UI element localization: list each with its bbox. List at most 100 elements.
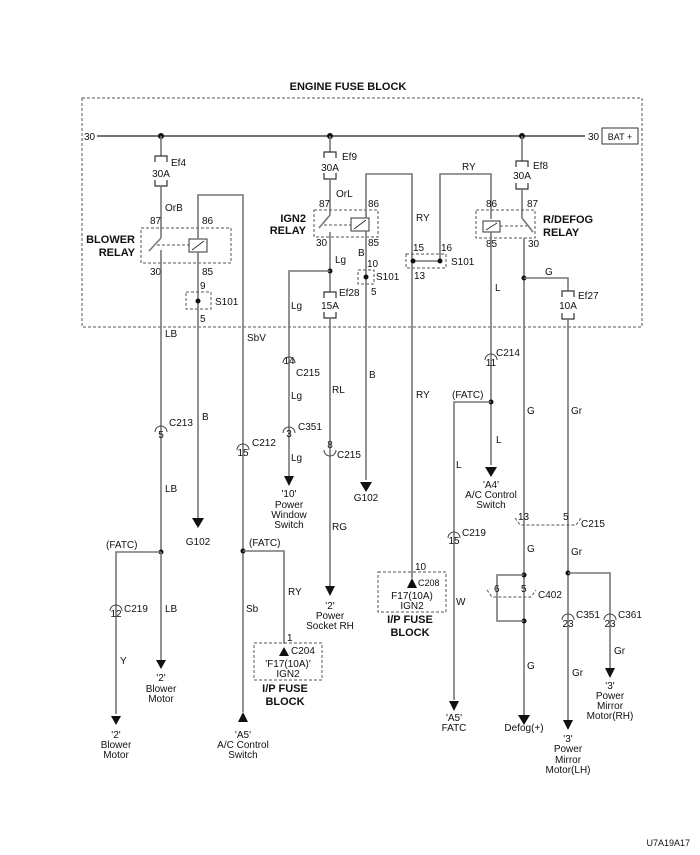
wires-w-label: W — [456, 597, 466, 608]
fatc-label: (FATC) — [249, 538, 280, 549]
wires-lg-label: Lg — [291, 301, 302, 312]
connectors-c219b-pin-label: 15 — [448, 536, 460, 547]
fuses-ef8-name-label: Ef8 — [533, 161, 548, 172]
s101-link: 15 16 13 S101 RY — [405, 162, 492, 282]
connectors-c219a-pin-label: 12 — [110, 609, 122, 620]
connectors-c215b-name-label: C215 — [337, 450, 361, 461]
wires-gr-label: Gr — [571, 406, 583, 417]
connectors-c351b-name-label: C351 — [576, 610, 600, 621]
wires-lb-label: LB — [165, 604, 178, 615]
destinations-mirror_rh-l3-label: Motor(RH) — [587, 711, 634, 722]
splices-s101a-pin_in-label: 9 — [200, 281, 206, 292]
ipfuse-fuse_a-label: 'F17(10A)' — [265, 659, 311, 670]
fuses-ef28-name-label: Ef28 — [339, 288, 360, 299]
connectors-c215b-pin-label: 8 — [327, 440, 333, 451]
relays-ign2-p85-label: 85 — [368, 238, 380, 249]
connectors-c215c-name-label: C215 — [581, 519, 605, 530]
relays-blower-p85-label: 85 — [202, 267, 214, 278]
destinations-power_socket-pin-label: '2' — [325, 601, 334, 612]
engine-fuse-block-boundary — [81, 97, 643, 328]
connectors-c212-name-label: C212 — [252, 438, 276, 449]
wires-lg-label: Lg — [335, 255, 346, 266]
wires-l-label: L — [496, 435, 502, 446]
destinations-power_window-l2-label: Window — [271, 510, 307, 521]
wires-g-label: G — [527, 544, 535, 555]
rdefog-relay-box — [475, 209, 536, 239]
connectors-c215a-pin-label: 14 — [283, 356, 295, 367]
splices-s101c-pin_b-label: 16 — [441, 243, 453, 254]
ip-fuse-block-c208 — [377, 571, 447, 613]
relays-rdefog-line2-label: RELAY — [543, 227, 580, 239]
relays-ign2-line2-label: RELAY — [270, 225, 307, 237]
relays-blower-p30-label: 30 — [150, 267, 162, 278]
bus-terminal-left: 30 — [84, 132, 96, 143]
relays-ign2-p30-label: 30 — [316, 238, 328, 249]
connectors-c351a-pin-label: 3 — [286, 429, 292, 440]
wires-rg-label: RG — [332, 522, 347, 533]
destinations-fatc_a5-pin-label: 'A5' — [446, 713, 462, 724]
connectors-c402-pin_a-label: 6 — [494, 584, 500, 595]
destinations-ac_switch_a4-l1-label: A/C Control — [465, 490, 517, 501]
destinations-ac_switch_a4-l2-label: Switch — [476, 500, 505, 511]
wires-g-label: G — [527, 406, 535, 417]
bat-label: BAT + — [608, 132, 632, 142]
fuses-ef9-name-label: Ef9 — [342, 152, 357, 163]
ipfuse-ign-label: IGN2 — [276, 669, 300, 680]
relays-blower-line2-label: RELAY — [99, 247, 136, 259]
wires-l-label: L — [456, 460, 462, 471]
splices-s101a-name-label: S101 — [215, 297, 239, 308]
splices-s101a-pin_out-label: 5 — [200, 314, 206, 325]
destinations-ac_switch_a5-l2-label: Switch — [228, 750, 257, 761]
splices-s101c-pin_a-label: 15 — [413, 243, 425, 254]
destinations-fatc_a5-l1-label: FATC — [442, 723, 467, 734]
wires-sbv-label: SbV — [247, 333, 266, 344]
ipfuse-line2-label: BLOCK — [265, 696, 304, 708]
wires-orb-label: OrB — [165, 203, 183, 214]
fuses-ef8-rating-label: 30A — [513, 171, 531, 182]
destinations-blower_motor_b-l2-label: Motor — [103, 750, 129, 761]
connectors-c208-pin-label: 10 — [415, 562, 427, 573]
ipfuse-line2-label: BLOCK — [390, 627, 429, 639]
engine-fuse-block-title: ENGINE FUSE BLOCK — [290, 81, 407, 93]
wires-orl-label: OrL — [336, 189, 353, 200]
grounds-g102-label: G102 — [186, 537, 211, 548]
wires-lg-label: Lg — [291, 453, 302, 464]
splices-s101c-pin_c-label: 13 — [414, 271, 426, 282]
relays-blower-p87-label: 87 — [150, 216, 162, 227]
wires-b-label: B — [369, 370, 376, 381]
connectors-c215c-pin_b-label: 5 — [563, 512, 569, 523]
fatc-label: (FATC) — [452, 390, 483, 401]
grounds-g102-label: G102 — [354, 493, 379, 504]
blower-relay-switch — [148, 237, 162, 252]
connectors-c219a-name-label: C219 — [124, 604, 148, 615]
connectors-c215a-name-label: C215 — [296, 368, 320, 379]
destinations-blower_motor_a-l1-label: Blower — [146, 684, 177, 695]
bat-box — [601, 127, 639, 145]
destinations-mirror_rh-l1-label: Power — [596, 691, 625, 702]
wires-g-label: G — [527, 661, 535, 672]
ipfuse-line1-label: I/P FUSE — [387, 614, 433, 626]
relays-blower-line1-label: BLOWER — [86, 234, 135, 246]
destinations-defog-l1-label: Defog(+) — [504, 723, 543, 734]
wires-sb-label: Sb — [246, 604, 259, 615]
connectors-c204-pin-label: 1 — [287, 633, 293, 644]
fuses-ef27-name-label: Ef27 — [578, 291, 599, 302]
fuses-ef4-name-label: Ef4 — [171, 158, 186, 169]
wires-gr-label: Gr — [571, 547, 583, 558]
connectors-c213-pin-label: 5 — [158, 430, 164, 441]
destinations-mirror_lh-pin-label: '3' — [563, 734, 572, 745]
destinations-ac_switch_a5-l1-label: A/C Control — [217, 740, 269, 751]
relays-ign2-p86-label: 86 — [368, 199, 380, 210]
connectors-c213-name-label: C213 — [169, 418, 193, 429]
rdefog-circuit: Ef8 30A 87 86 85 30 R/DEFOG RELAY L 11 C… — [442, 136, 642, 776]
wires-ry-label: RY — [288, 587, 302, 598]
destinations-power_window-pin-label: '10' — [282, 489, 297, 500]
connectors-c204-name-label: C204 — [291, 646, 315, 657]
destinations-mirror_lh-l2-label: Mirror — [555, 755, 582, 766]
wires-gr-label: Gr — [614, 646, 626, 657]
connectors-c214-pin-label: 11 — [486, 358, 497, 369]
figure-code: U7A19A17 — [646, 838, 690, 848]
fatc-label: (FATC) — [106, 540, 137, 551]
destinations-power_window-l1-label: Power — [275, 500, 304, 511]
destinations-blower_motor_a-pin-label: '2' — [156, 673, 165, 684]
